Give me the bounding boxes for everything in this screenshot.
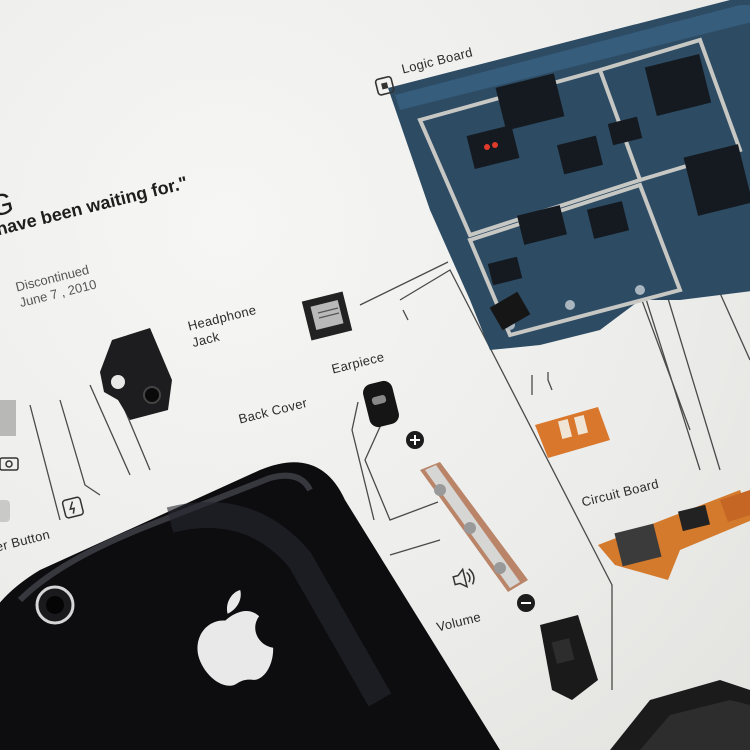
minus-icon [517, 594, 535, 612]
logic-board [388, 0, 750, 350]
chip-icon [374, 75, 395, 96]
chips [466, 53, 750, 286]
power-icon [61, 496, 84, 519]
headphone-jack [100, 328, 172, 420]
proximity-sensor [363, 380, 399, 428]
circuit-board [598, 490, 750, 580]
small-flex [535, 407, 610, 458]
apple-logo [197, 590, 274, 686]
earpiece [301, 291, 353, 341]
plus-icon [406, 431, 424, 449]
phone-back-cover [0, 462, 500, 750]
volume-flex [420, 462, 528, 592]
board-connector [489, 291, 531, 331]
dock-part [540, 615, 598, 700]
camera-icon [0, 457, 19, 471]
left-metal-part [0, 400, 16, 436]
leader-lines [29, 261, 750, 690]
power-button-part [0, 500, 10, 522]
speaker-icon [452, 567, 475, 589]
